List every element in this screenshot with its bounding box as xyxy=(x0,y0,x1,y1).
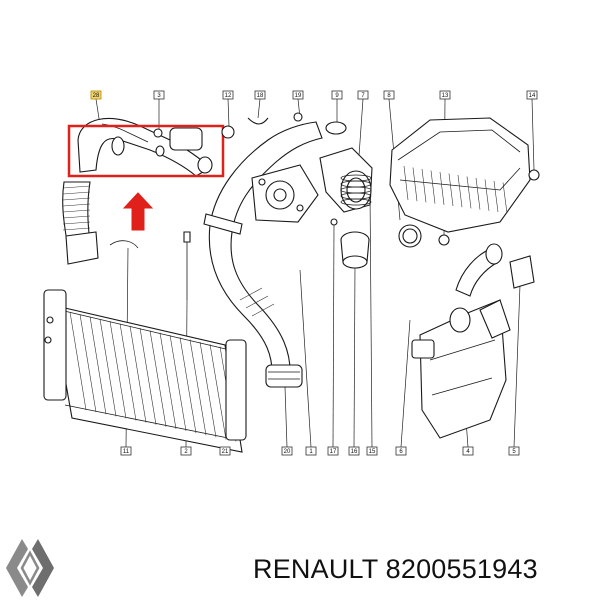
intercooler xyxy=(43,289,247,453)
callout-number: 7 xyxy=(361,93,365,99)
callout-4: 4 xyxy=(462,446,474,456)
callout-18: 18 xyxy=(254,90,266,100)
callout-box xyxy=(439,90,451,100)
leader-line xyxy=(227,98,230,127)
callout-number: 14 xyxy=(529,93,536,99)
highlighted-hose xyxy=(77,117,213,177)
callout-box xyxy=(348,446,360,456)
leader-line xyxy=(369,189,373,448)
callout-box xyxy=(366,446,378,456)
callout-number: 28 xyxy=(93,93,100,99)
callout-number: 17 xyxy=(330,449,337,455)
callout-number: 18 xyxy=(257,93,264,99)
callout-box xyxy=(219,446,231,456)
callout-2: 2 xyxy=(180,446,192,456)
brand-name: RENAULT xyxy=(253,554,378,584)
part-number: 8200551943 xyxy=(385,554,538,584)
callout-box xyxy=(120,446,132,456)
callout-6: 6 xyxy=(395,446,407,456)
callout-box xyxy=(90,90,102,100)
air-box xyxy=(411,243,535,439)
callout-number: 12 xyxy=(225,93,232,99)
callout-14: 14 xyxy=(526,90,538,100)
callout-number: 15 xyxy=(369,449,376,455)
callout-9: 9 xyxy=(331,90,343,100)
callout-box xyxy=(383,90,395,100)
leader-line xyxy=(332,224,335,448)
leader-line xyxy=(257,98,261,119)
callout-number: 9 xyxy=(335,93,339,99)
callout-number: 1 xyxy=(309,449,313,455)
callout-box xyxy=(292,90,304,100)
callout-number: 2 xyxy=(184,449,188,455)
leader-line xyxy=(284,386,288,448)
callout-12: 12 xyxy=(222,90,234,100)
callout-number: 4 xyxy=(466,449,470,455)
caption: RENAULT 8200551943 xyxy=(253,554,538,585)
lower-hose xyxy=(62,181,99,265)
callout-labels: 28 3 12 18 19 9 7 8 13 14 11 2 21 20 1 17 16 15 6 4 5 xyxy=(90,90,538,456)
callout-28: 28 xyxy=(90,90,102,100)
callout-20: 20 xyxy=(281,446,293,456)
callout-7: 7 xyxy=(357,90,369,100)
callout-11: 11 xyxy=(120,446,132,456)
callout-box xyxy=(526,90,538,100)
callout-number: 6 xyxy=(399,449,403,455)
callout-box xyxy=(305,446,317,456)
leader-line xyxy=(513,284,521,448)
callout-box xyxy=(153,90,165,100)
callout-13: 13 xyxy=(439,90,451,100)
callout-17: 17 xyxy=(327,446,339,456)
turbocharger xyxy=(203,164,319,235)
callout-number: 16 xyxy=(351,449,358,455)
bolt xyxy=(183,231,191,243)
leader-line xyxy=(353,264,356,448)
callout-box xyxy=(462,446,474,456)
callout-box xyxy=(395,446,407,456)
callout-number: 8 xyxy=(387,93,391,99)
callout-number: 21 xyxy=(222,449,229,455)
clip xyxy=(247,117,269,125)
callout-number: 11 xyxy=(123,449,130,455)
callout-3: 3 xyxy=(153,90,165,100)
renault-diamond-logo xyxy=(6,539,54,597)
callout-number: 20 xyxy=(284,449,291,455)
callout-number: 19 xyxy=(295,93,302,99)
callout-box xyxy=(357,90,369,100)
callout-5: 5 xyxy=(508,446,520,456)
leader-line xyxy=(400,319,411,448)
callout-box xyxy=(281,446,293,456)
callout-1: 1 xyxy=(305,446,317,456)
engine-cover xyxy=(389,117,540,246)
turbo-hose xyxy=(208,121,323,388)
callout-19: 19 xyxy=(292,90,304,100)
leader-line xyxy=(531,98,535,171)
throttle-body xyxy=(319,121,422,269)
callout-21: 21 xyxy=(219,446,231,456)
callout-box xyxy=(254,90,266,100)
red-arrow xyxy=(122,192,154,231)
callout-number: 5 xyxy=(512,449,516,455)
callout-box xyxy=(327,446,339,456)
callout-box xyxy=(180,446,192,456)
highlight-frame xyxy=(67,124,225,178)
callout-box xyxy=(331,90,343,100)
callout-15: 15 xyxy=(366,446,378,456)
callout-number: 13 xyxy=(442,93,449,99)
callout-box xyxy=(508,446,520,456)
callout-16: 16 xyxy=(348,446,360,456)
callout-box xyxy=(222,90,234,100)
pipe-segment xyxy=(109,240,139,249)
callout-8: 8 xyxy=(383,90,395,100)
callout-number: 3 xyxy=(157,93,161,99)
leader-line xyxy=(299,269,312,448)
